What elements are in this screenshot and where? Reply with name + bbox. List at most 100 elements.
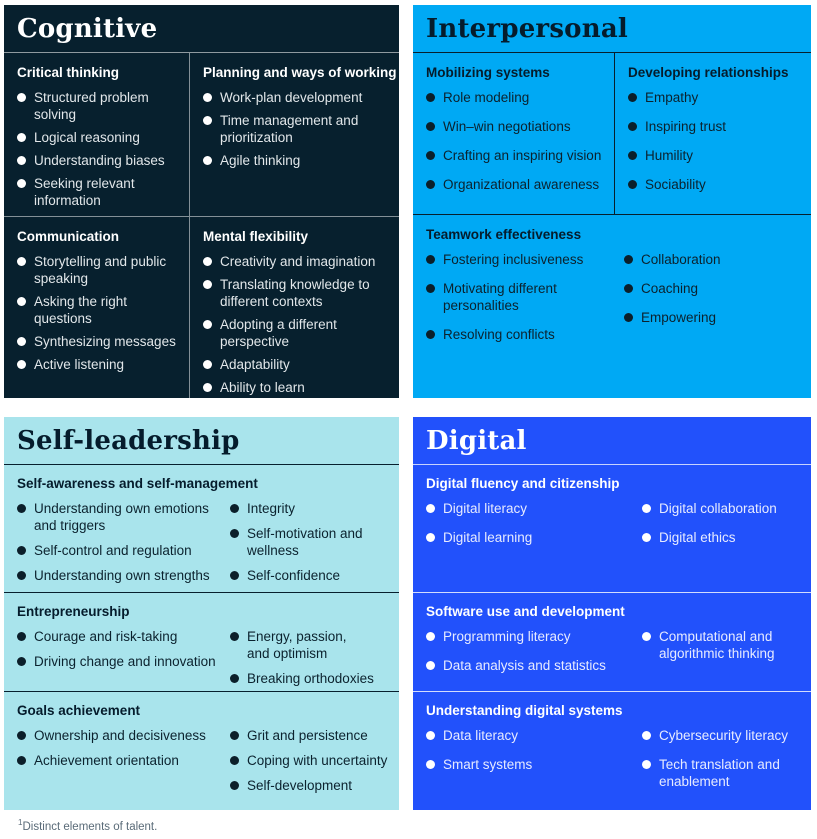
bullet-dot-icon xyxy=(230,571,239,580)
bullet-item: Translating knowledge to different conte… xyxy=(203,276,391,310)
bullet-item: Digital learning xyxy=(426,529,642,546)
bullet-text: Sociability xyxy=(645,177,706,192)
bullet-dot-icon xyxy=(628,151,637,160)
bullet-item: Data analysis and statistics xyxy=(426,657,642,674)
bullet-item: Self-confidence xyxy=(230,567,391,584)
bullet-dot-icon xyxy=(203,360,212,369)
bullet-text: Understanding biases xyxy=(34,153,165,168)
bullet-dot-icon xyxy=(426,731,435,740)
bullet-dot-icon xyxy=(17,632,26,641)
bullet-item: Empathy xyxy=(628,89,803,106)
bullet-text: Grit and persistence xyxy=(247,728,368,743)
bullet-item: Motivating different personalities xyxy=(426,280,624,314)
bullet-text: Translating knowledge to different conte… xyxy=(220,277,370,309)
bullet-item: Digital collaboration xyxy=(642,500,803,517)
bullet-item: Resolving conflicts xyxy=(426,326,624,343)
section-heading: Developing relationships xyxy=(628,65,789,80)
bullet-item: Adopting a different perspective xyxy=(203,316,391,350)
bullet-item: Digital literacy xyxy=(426,500,642,517)
section-heading: Understanding digital systems xyxy=(426,703,623,718)
bullet-text: Understanding own emotions and triggers xyxy=(34,501,209,533)
bullet-dot-icon xyxy=(624,284,633,293)
bullet-dot-icon xyxy=(17,504,26,513)
bullet-text: Integrity xyxy=(247,501,296,516)
quadrant-title-self-leadership: Self-leadership xyxy=(4,417,399,465)
bullet-dot-icon xyxy=(426,122,435,131)
bullet-item: Humility xyxy=(628,147,803,164)
bullet-item: Organizational awareness xyxy=(426,176,606,193)
bullet-dot-icon xyxy=(628,180,637,189)
quadrant-interpersonal: Interpersonal Mobilizing systems Role mo… xyxy=(413,5,811,398)
bullet-item: Coaching xyxy=(624,280,803,297)
bullet-text: Agile thinking xyxy=(220,153,301,168)
bullet-dot-icon xyxy=(17,133,26,142)
bullet-text: Tech translation and enablement xyxy=(659,757,780,789)
footnote-superscript: 1 xyxy=(18,818,23,827)
bullet-text: Logical reasoning xyxy=(34,130,140,145)
bullet-dot-icon xyxy=(426,93,435,102)
bullet-item: Role modeling xyxy=(426,89,606,106)
section-self-awareness: Self-awareness and self-management Under… xyxy=(4,465,399,592)
section-understanding-digital-systems: Understanding digital systems Data liter… xyxy=(413,691,811,810)
bullet-text: Collaboration xyxy=(641,252,721,267)
bullet-text: Digital ethics xyxy=(659,530,736,545)
bullet-dot-icon xyxy=(624,255,633,264)
self-leadership-body: Self-awareness and self-management Under… xyxy=(4,465,399,810)
bullet-item: Integrity xyxy=(230,500,391,517)
bullet-item: Agile thinking xyxy=(203,152,391,169)
bullet-dot-icon xyxy=(230,632,239,641)
bullet-dot-icon xyxy=(17,571,26,580)
bullet-item: Asking the right questions xyxy=(17,293,181,327)
bullet-item: Storytelling and public speaking xyxy=(17,253,181,287)
bullet-dot-icon xyxy=(230,674,239,683)
section-heading: Self-awareness and self-management xyxy=(17,476,258,491)
bullet-dot-icon xyxy=(17,257,26,266)
section-digital-fluency: Digital fluency and citizenship Digital … xyxy=(413,465,811,592)
bullet-item: Computational and algorithmic thinking xyxy=(642,628,803,662)
quadrant-title-interpersonal: Interpersonal xyxy=(413,5,811,53)
bullet-dot-icon xyxy=(230,529,239,538)
bullet-item: Ability to learn xyxy=(203,379,391,396)
bullet-item: Grit and persistence xyxy=(230,727,391,744)
bullet-text: Win–win negotiations xyxy=(443,119,571,134)
section-critical-thinking: Critical thinking Structured problem sol… xyxy=(4,53,190,217)
bullet-item: Understanding own strengths xyxy=(17,567,230,584)
quadrant-cognitive: Cognitive Critical thinking Structured p… xyxy=(4,5,399,398)
bullet-item: Cybersecurity literacy xyxy=(642,727,803,744)
bullet-item: Win–win negotiations xyxy=(426,118,606,135)
bullet-text: Self-control and regulation xyxy=(34,543,192,558)
bullet-dot-icon xyxy=(230,731,239,740)
bullet-item: Fostering inclusiveness xyxy=(426,251,624,268)
section-heading: Mobilizing systems xyxy=(426,65,550,80)
bullet-dot-icon xyxy=(230,504,239,513)
bullet-item: Ownership and decisiveness xyxy=(17,727,230,744)
bullet-text: Self-development xyxy=(247,778,353,793)
bullet-dot-icon xyxy=(17,756,26,765)
bullet-text: Data analysis and statistics xyxy=(443,658,606,673)
footnote: 1Distinct elements of talent. xyxy=(18,818,811,835)
bullet-dot-icon xyxy=(203,93,212,102)
bullet-text: Self-motivation and wellness xyxy=(247,526,363,558)
section-planning-ways-of-working: Planning and ways of working Work-plan d… xyxy=(190,53,399,217)
section-heading: Teamwork effectiveness xyxy=(426,227,582,242)
bullet-item: Active listening xyxy=(17,356,181,373)
section-heading: Digital fluency and citizenship xyxy=(426,476,620,491)
bullet-item: Programming literacy xyxy=(426,628,642,645)
section-communication: Communication Storytelling and public sp… xyxy=(4,217,190,398)
bullet-dot-icon xyxy=(426,151,435,160)
bullet-text: Data literacy xyxy=(443,728,519,743)
bullet-text: Work-plan development xyxy=(220,90,363,105)
